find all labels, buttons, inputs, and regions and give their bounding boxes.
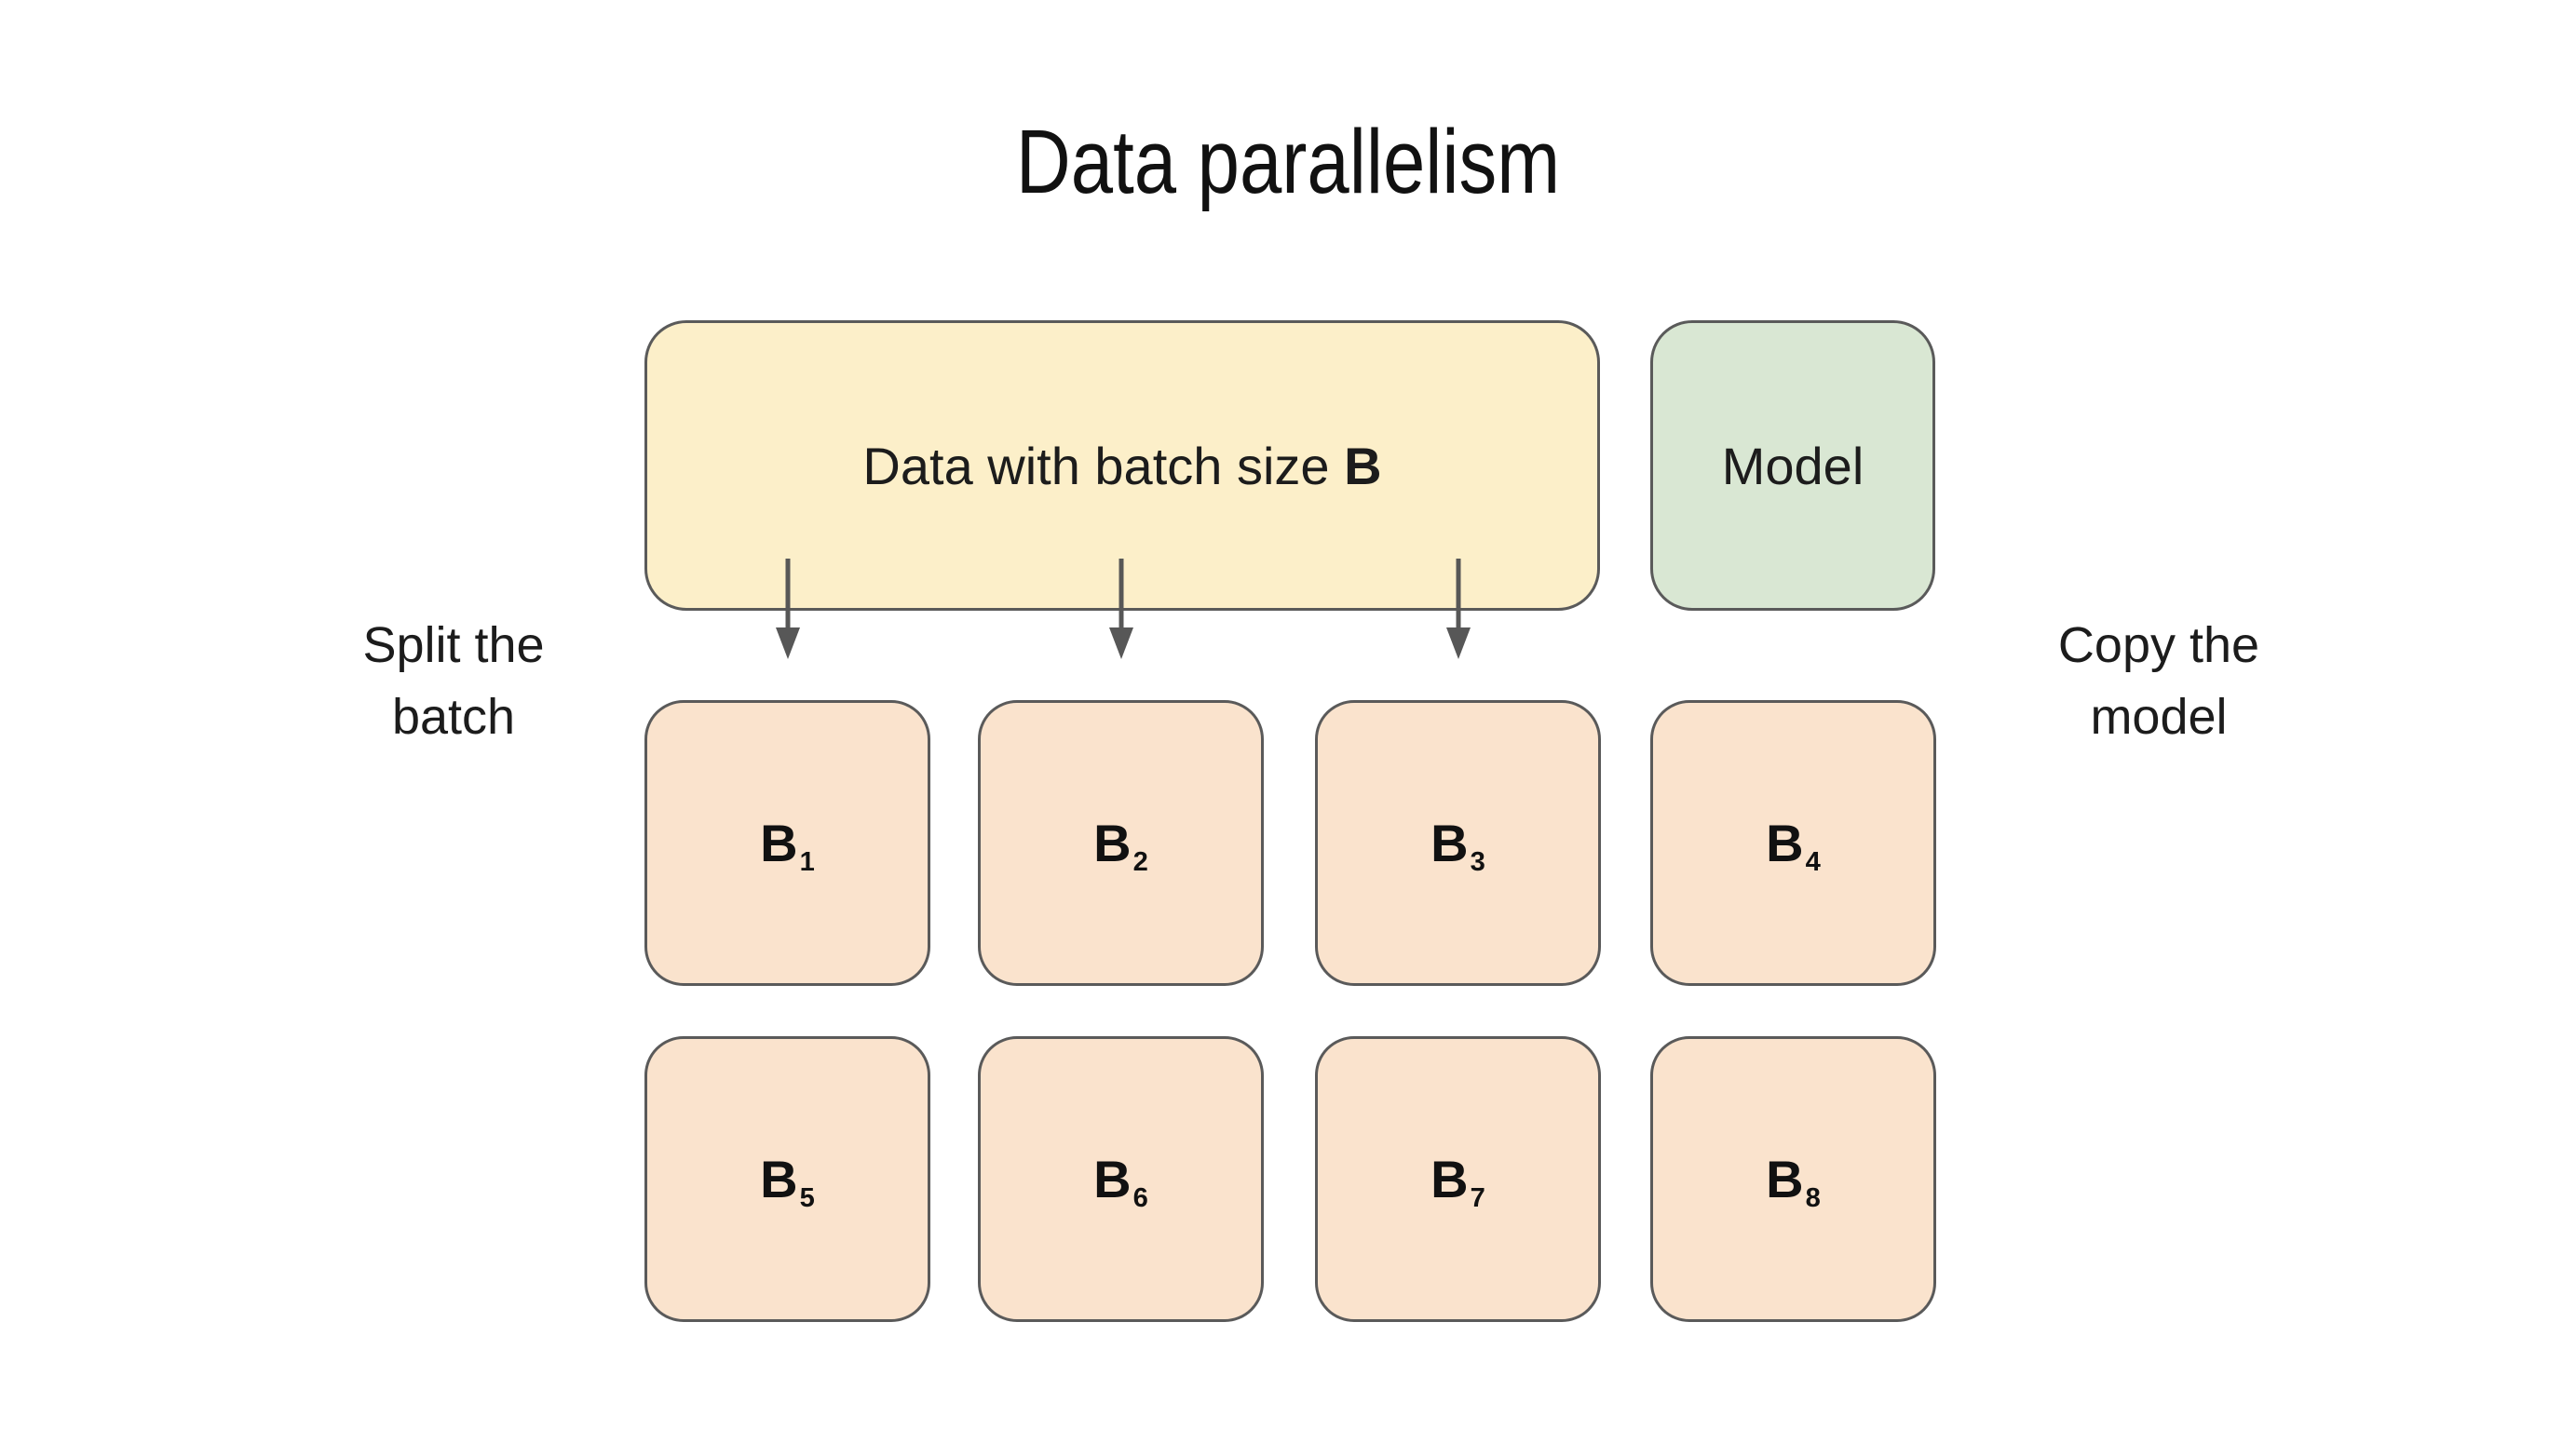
- batch-label: B6: [1093, 1150, 1148, 1214]
- diagram-title: Data parallelism: [1015, 111, 1561, 212]
- batch-box-5: B5: [644, 1036, 930, 1322]
- arrow-shaft: [1456, 559, 1461, 633]
- batch-label: B8: [1766, 1150, 1821, 1214]
- arrow-shaft: [1119, 559, 1124, 633]
- batch-box-6: B6: [978, 1036, 1264, 1322]
- arrow-head: [1446, 627, 1471, 659]
- copy-model-label: Copy the model: [1954, 610, 2364, 753]
- down-arrow-icon: [776, 559, 800, 659]
- copy-model-line2: model: [2090, 689, 2228, 745]
- model-label: Model: [1721, 436, 1864, 495]
- down-arrow-icon: [1109, 559, 1133, 659]
- split-batch-label: Split the batch: [249, 610, 658, 753]
- split-batch-line2: batch: [391, 689, 516, 745]
- down-arrow-icon: [1446, 559, 1471, 659]
- split-batch-line1: Split the: [362, 617, 545, 673]
- arrow-shaft: [785, 559, 791, 633]
- arrow-head: [776, 627, 800, 659]
- batch-label: B1: [760, 814, 815, 878]
- batch-label: B3: [1430, 814, 1485, 878]
- batch-box-2: B2: [978, 700, 1264, 986]
- batch-box-7: B7: [1315, 1036, 1601, 1322]
- batch-box-1: B1: [644, 700, 930, 986]
- batch-label: B4: [1766, 814, 1821, 878]
- batch-box-4: B4: [1650, 700, 1936, 986]
- batch-size-symbol: B: [1344, 436, 1382, 495]
- model-box: Model: [1650, 320, 1935, 611]
- data-batch-label: Data with batch size B: [862, 436, 1382, 495]
- batch-box-3: B3: [1315, 700, 1601, 986]
- batch-label: B5: [760, 1150, 815, 1214]
- batch-box-8: B8: [1650, 1036, 1936, 1322]
- batch-label: B2: [1093, 814, 1148, 878]
- copy-model-line1: Copy the: [2057, 617, 2260, 673]
- arrow-head: [1109, 627, 1133, 659]
- batch-label: B7: [1430, 1150, 1485, 1214]
